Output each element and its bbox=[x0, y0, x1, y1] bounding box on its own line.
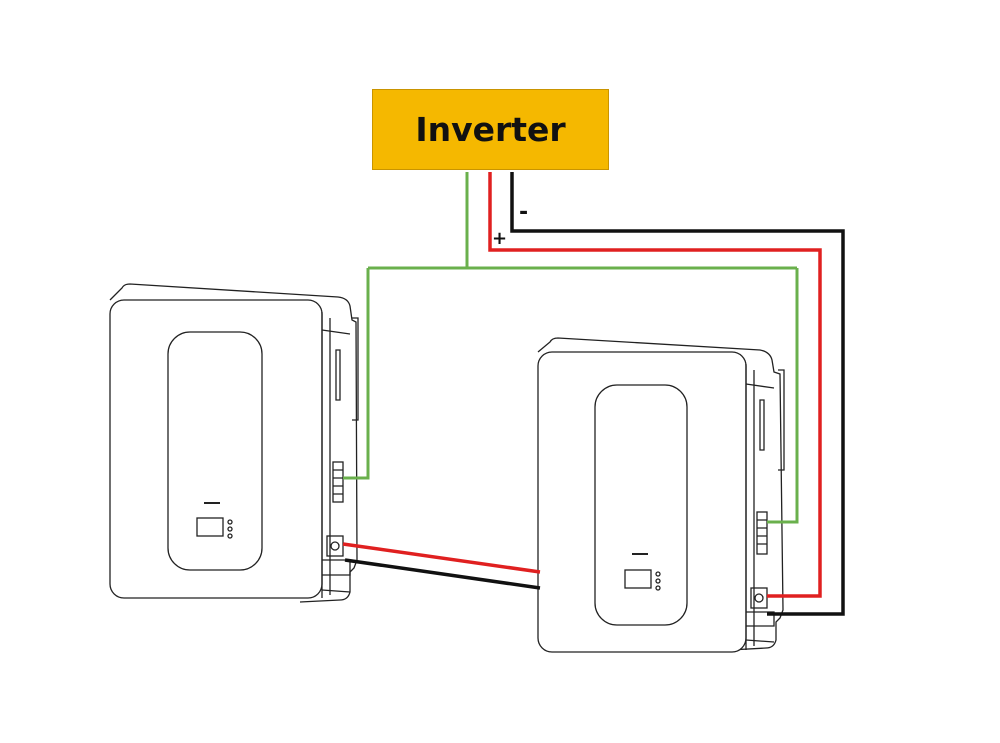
inverter-box: Inverter bbox=[372, 89, 609, 170]
positive-wire-inverter bbox=[488, 172, 822, 598]
battery-right-front bbox=[537, 351, 747, 653]
negative-wire-series bbox=[344, 558, 541, 590]
battery-left-panel bbox=[167, 331, 263, 571]
negative-terminal-label: - bbox=[519, 200, 529, 225]
battery-left-lcd bbox=[196, 517, 224, 537]
negative-wire-inverter bbox=[510, 172, 845, 616]
battery-left-button-icon bbox=[227, 519, 233, 525]
battery-unit-right bbox=[537, 337, 785, 653]
inverter-label: Inverter bbox=[415, 110, 566, 149]
positive-terminal-label: + bbox=[492, 228, 508, 249]
battery-left-front bbox=[109, 299, 323, 599]
positive-wire-series bbox=[342, 542, 541, 574]
battery-unit-left bbox=[109, 283, 359, 603]
communication-wire bbox=[343, 172, 799, 524]
battery-right-panel bbox=[594, 384, 688, 626]
battery-right-lcd bbox=[624, 569, 652, 589]
battery-right-button-icon bbox=[655, 571, 661, 577]
